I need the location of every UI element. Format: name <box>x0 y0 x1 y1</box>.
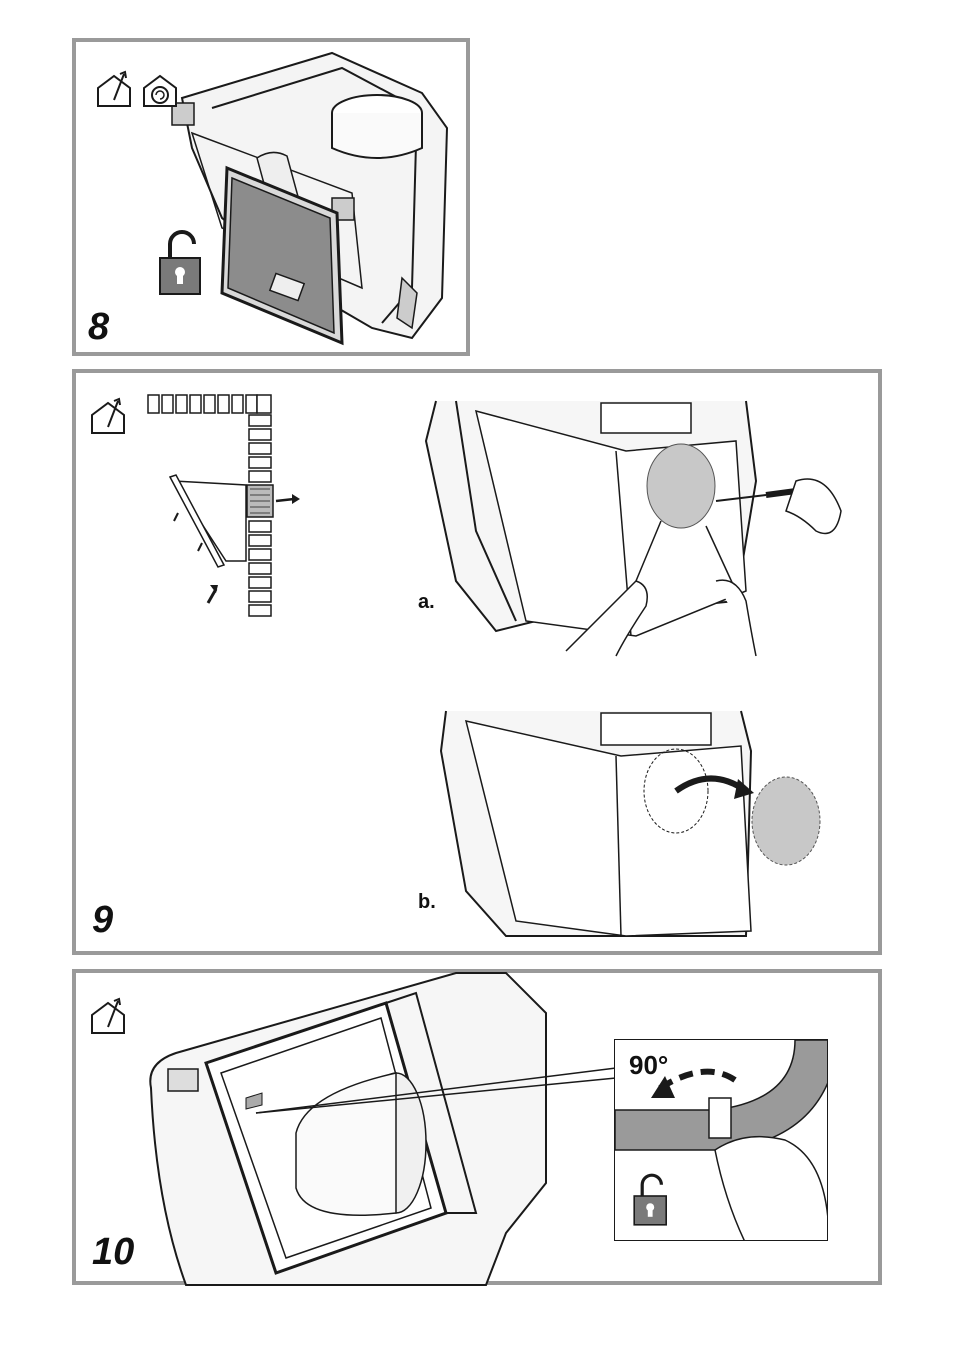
step-9-number: 9 <box>92 901 113 939</box>
step-8-panel: 8 <box>72 38 470 356</box>
duct-wall-diagram <box>146 393 326 623</box>
step-9a-label: a. <box>418 591 435 614</box>
house-ducted-icon <box>94 70 134 110</box>
cover-plate <box>647 444 715 528</box>
unlock-padlock-icon <box>631 1170 671 1230</box>
unlock-padlock-icon <box>156 228 206 298</box>
step-10-number: 10 <box>92 1233 134 1271</box>
step-9b-illustration <box>436 711 836 951</box>
step-9a-illustration <box>416 401 846 661</box>
rotation-angle-label: 90° <box>629 1050 668 1081</box>
house-ducted-icon <box>88 997 128 1037</box>
step-8-number: 8 <box>88 308 109 346</box>
detail-inset: 90° <box>614 1039 828 1241</box>
step-9b-label: b. <box>418 891 436 914</box>
removed-cover-plate <box>752 777 820 865</box>
step-10-panel: 90° 10 <box>72 969 882 1285</box>
step-10-illustration <box>146 973 626 1285</box>
house-ducted-icon <box>88 397 128 437</box>
house-recirculation-icon <box>140 70 180 110</box>
step-9-panel: a. b. 9 <box>72 369 882 955</box>
